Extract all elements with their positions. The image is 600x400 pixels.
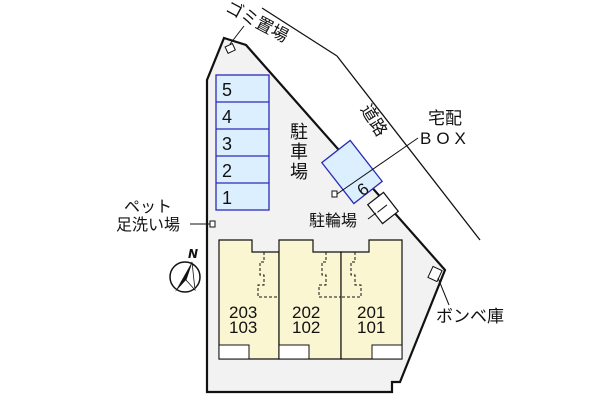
gas-cylinder-leader xyxy=(437,277,450,306)
delivery-box-leader xyxy=(336,137,419,195)
svg-text:N: N xyxy=(188,247,198,261)
unit-202: 202 xyxy=(292,303,320,322)
delivery-box-label-2: BOX xyxy=(420,129,471,148)
delivery-box-marker xyxy=(331,190,338,198)
gas-cylinder-marker xyxy=(427,265,443,283)
parking-space-5: 5 xyxy=(222,80,232,100)
parking-space-1: 1 xyxy=(222,188,232,208)
road-edge-outer xyxy=(336,55,481,241)
delivery-box-label-1: 宅配 xyxy=(428,109,462,129)
unit-103: 103 xyxy=(229,318,257,337)
pet-wash-marker xyxy=(209,220,216,228)
parking-space-6-group xyxy=(320,139,384,205)
parking-label-1: 駐 xyxy=(290,122,308,143)
parking-space-2: 2 xyxy=(222,161,232,181)
pet-wash-label-1: ペット xyxy=(124,197,172,216)
garbage-area-marker xyxy=(224,42,236,54)
parking-spaces: 5 4 3 2 1 xyxy=(215,74,270,211)
unit-101: 101 xyxy=(357,318,385,337)
pet-wash-label-2: 足洗い場 xyxy=(116,215,180,234)
parking-space-3: 3 xyxy=(222,134,232,154)
bicycle-leader xyxy=(367,212,377,220)
parking-label-2: 車 xyxy=(290,142,308,163)
garbage-leader xyxy=(229,25,245,45)
gas-cylinder-label: ボンベ庫 xyxy=(436,307,504,327)
road-label: 道路 xyxy=(356,101,391,140)
unit-201: 201 xyxy=(357,303,385,322)
parking-space-4: 4 xyxy=(222,107,232,127)
parking-label-3: 場 xyxy=(290,162,308,183)
unit-203: 203 xyxy=(229,303,257,322)
building: 203 103 202 102 201 101 xyxy=(218,239,403,360)
bicycle-parking-label: 駐輪場 xyxy=(309,211,357,230)
unit-102: 102 xyxy=(292,318,320,337)
north-compass-icon: N xyxy=(169,247,201,293)
road-edge-top xyxy=(261,7,338,57)
